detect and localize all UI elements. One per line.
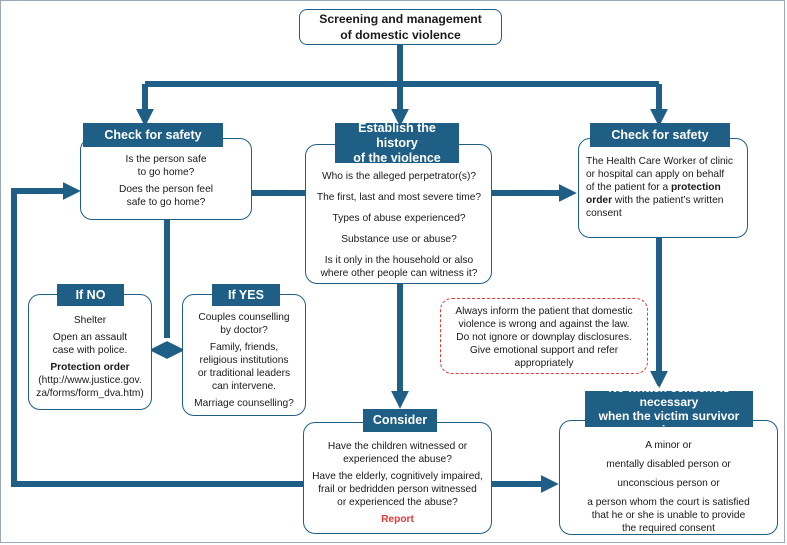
- history-item-3: Types of abuse experienced?: [332, 213, 466, 224]
- if-yes-c2-l1: Family, friends,: [209, 342, 279, 353]
- advice-note: Always inform the patient that domestic …: [440, 298, 648, 374]
- no-consent-i4-l2: that he or she is unable to provide: [591, 510, 746, 521]
- if-yes-c2-l3: or traditional leaders: [197, 368, 291, 379]
- if-yes-c3: Marriage counselling?: [194, 398, 294, 409]
- consider-text: Have the children witnessed or experience…: [305, 440, 490, 526]
- consider-q2-l1: Have the elderly, cognitively impaired,: [312, 471, 483, 482]
- if-no-assault-l2: case with police.: [52, 345, 128, 356]
- no-consent-i4-l1: a person whom the court is satisfied: [587, 497, 750, 508]
- report-label: Report: [381, 514, 414, 525]
- history-header-l1: Establish the history: [358, 120, 436, 150]
- csr-l4-bold: order: [586, 195, 613, 206]
- no-consent-header-l2: when the victim survivor is:: [598, 409, 740, 437]
- check-safety-right-header: Check for safety: [590, 123, 730, 147]
- check-safety-left-header: Check for safety: [83, 123, 223, 147]
- note-l5: appropriately: [514, 358, 574, 369]
- check-safety-right-box: [578, 138, 748, 238]
- title-line-2: of domestic violence: [340, 28, 461, 42]
- note-l2: violence is wrong and against the law.: [458, 319, 630, 330]
- history-header-l2: of the violence: [353, 150, 441, 165]
- history-header: Establish the history of the violence: [335, 120, 459, 165]
- consider-q2-l2: frail or bedridden person witnessed: [318, 484, 477, 495]
- if-no-header: If NO: [57, 284, 124, 306]
- note-l3: Do not ignore or downplay disclosures.: [456, 332, 632, 343]
- consider-q2-l3: or experienced the abuse?: [337, 497, 458, 508]
- if-no-url-l2: za/forms/form_dva.htm): [36, 388, 144, 399]
- no-consent-header-l1: No written consent is necessary: [608, 381, 730, 409]
- history-last-l1: Is it only in the household or also: [324, 255, 474, 266]
- history-item-2: The first, last and most severe time?: [316, 192, 482, 203]
- csl-q1-l2: to go home?: [137, 167, 195, 178]
- history-item-4: Substance use or abuse?: [341, 234, 457, 245]
- csr-l3-bold: protection: [670, 182, 721, 193]
- csr-l2: or hospital can apply on behalf: [586, 169, 725, 180]
- if-yes-text: Couples counselling by doctor? Family, fr…: [183, 311, 305, 410]
- note-l4: Give emotional support and refer: [469, 345, 619, 356]
- no-consent-i3: unconscious person or: [617, 478, 720, 489]
- consider-q1-l2: experienced the abuse?: [343, 454, 452, 465]
- history-last-l2: where other people can witness it?: [320, 268, 478, 279]
- if-yes-box: [182, 294, 306, 416]
- note-l1: Always inform the patient that domestic: [455, 306, 633, 317]
- csl-q1-l1: Is the person safe: [125, 154, 207, 165]
- no-consent-header: No written consent is necessary when the…: [585, 381, 753, 437]
- consider-header: Consider: [363, 409, 437, 432]
- no-consent-i1: A minor or: [645, 440, 692, 451]
- no-consent-box: [559, 420, 778, 535]
- consider-box: [303, 422, 492, 534]
- csr-l1: The Health Care Worker of clinic: [586, 156, 734, 167]
- if-no-text: Shelter Open an assault case with police.…: [28, 314, 152, 400]
- history-text: Who is the alleged perpetrator(s)? The f…: [309, 170, 489, 286]
- if-yes-c1-l1: Couples counselling: [198, 312, 290, 323]
- no-consent-i2: mentally disabled person or: [606, 459, 731, 470]
- csr-l4-post: with the patient’s written: [612, 195, 724, 206]
- if-yes-c2-l2: religious institutions: [199, 355, 289, 366]
- if-no-protection-order: Protection order: [50, 362, 130, 373]
- if-no-assault-l1: Open an assault: [52, 332, 128, 343]
- no-consent-text: A minor or mentally disabled person or u…: [561, 439, 776, 535]
- no-consent-i4-l3: the required consent: [622, 523, 715, 534]
- consider-q1-l1: Have the children witnessed or: [327, 441, 468, 452]
- csr-l3-pre: of the patient for a: [586, 182, 671, 193]
- history-item-1: Who is the alleged perpetrator(s)?: [321, 171, 477, 182]
- arrow-loop-to-check-left: [11, 182, 303, 487]
- if-no-shelter: Shelter: [73, 315, 107, 326]
- title-line-1: Screening and management: [319, 12, 482, 26]
- check-safety-left-text: Is the person safe to go home? Does the p…: [84, 153, 248, 213]
- csl-q2-l2: safe to go home?: [126, 197, 206, 208]
- if-yes-c1-l2: by doctor?: [220, 325, 268, 336]
- check-safety-right-text: The Health Care Worker of clinic or hosp…: [586, 155, 746, 220]
- csr-l5: consent: [586, 208, 622, 219]
- if-yes-c2-l4: can intervene.: [212, 381, 276, 392]
- if-no-url-l1: (http://www.justice.gov.: [38, 375, 142, 386]
- if-no-box: [28, 294, 152, 410]
- title-box: Screening and management of domestic vio…: [299, 9, 502, 45]
- if-yes-header: If YES: [212, 284, 280, 306]
- check-safety-left-box: [80, 138, 252, 220]
- csl-q2-l1: Does the person feel: [118, 184, 213, 195]
